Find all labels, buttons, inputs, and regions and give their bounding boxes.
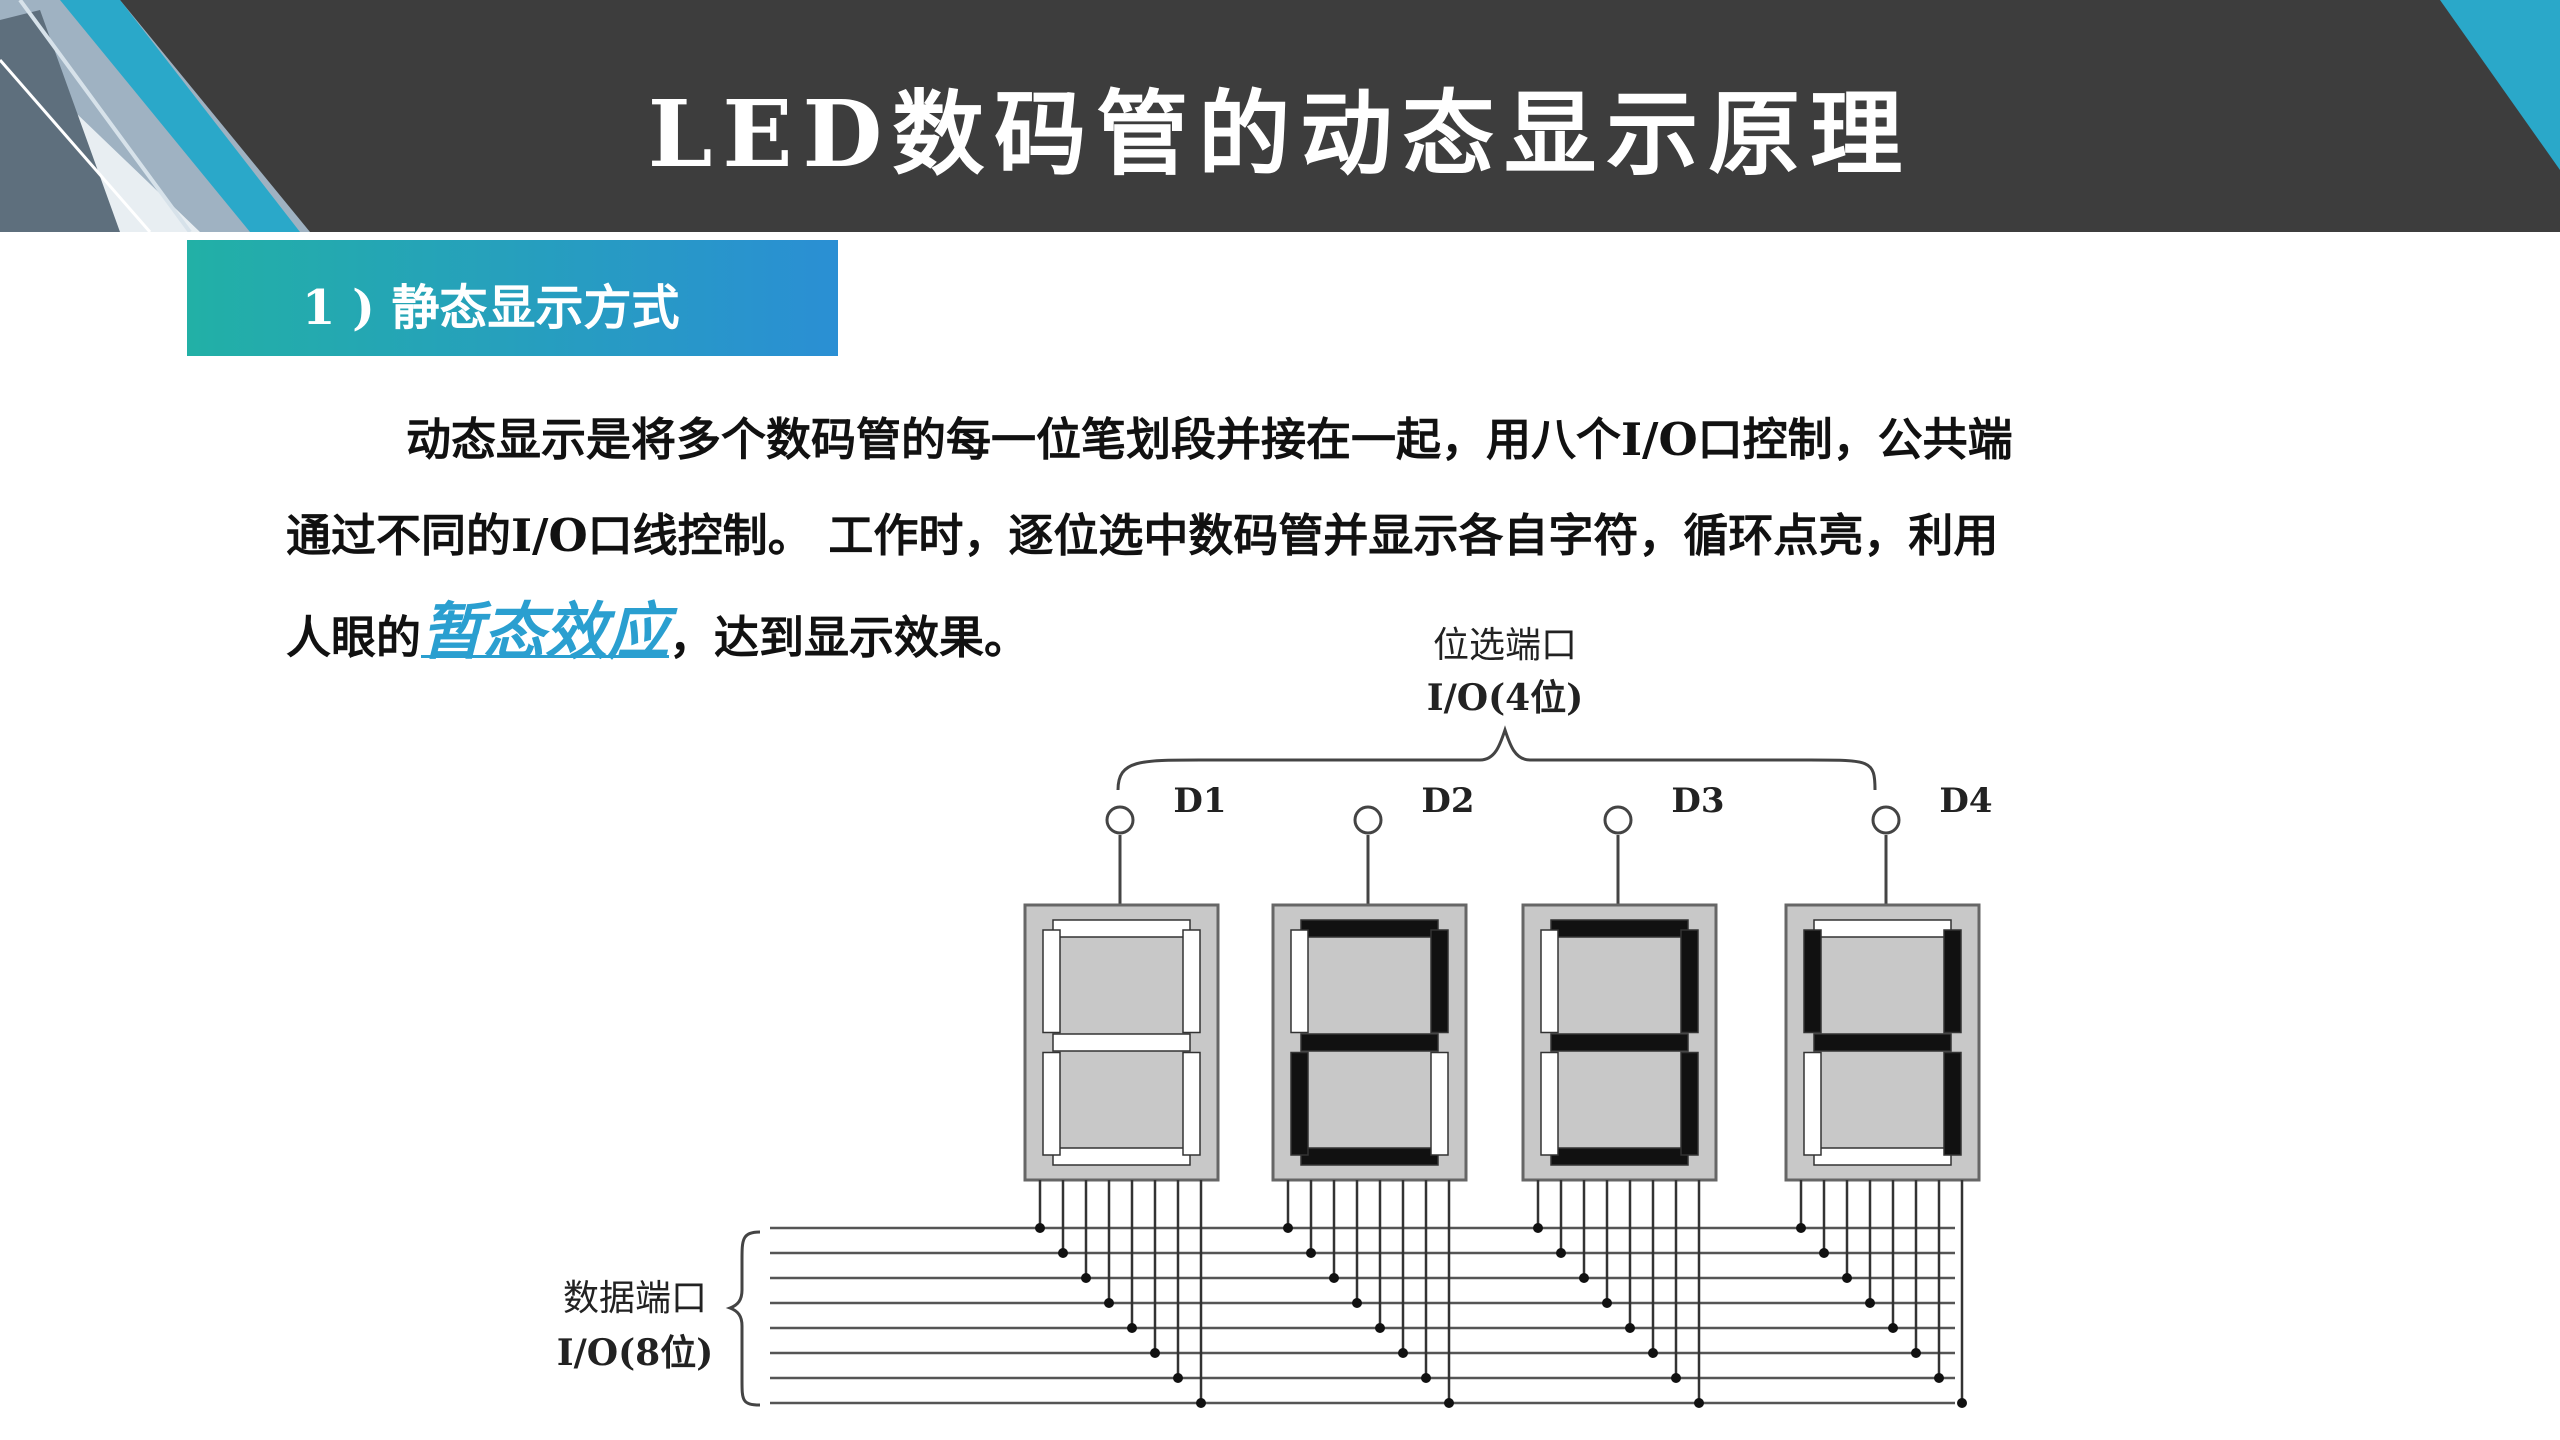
junction-dot	[1957, 1398, 1967, 1408]
segment-b	[1944, 930, 1961, 1033]
junction-dot	[1081, 1273, 1091, 1283]
segment-a	[1053, 920, 1190, 937]
segment-e	[1541, 1053, 1558, 1156]
common-pin-terminal	[1107, 807, 1133, 833]
junction-dot	[1648, 1348, 1658, 1358]
segment-c	[1431, 1053, 1448, 1156]
junction-dot	[1127, 1323, 1137, 1333]
junction-dot	[1058, 1248, 1068, 1258]
segment-g	[1814, 1034, 1951, 1051]
junction-dot	[1329, 1273, 1339, 1283]
segment-f	[1291, 930, 1308, 1033]
data-port-sublabel: I/O(8位)	[557, 1332, 713, 1374]
segment-d	[1551, 1148, 1688, 1165]
junction-dot	[1865, 1298, 1875, 1308]
digit-label: D4	[1939, 781, 1992, 821]
common-pin-terminal	[1355, 807, 1381, 833]
junction-dot	[1150, 1348, 1160, 1358]
select-port-brace	[1118, 730, 1875, 790]
junction-dot	[1579, 1273, 1589, 1283]
segment-a	[1814, 920, 1951, 937]
segment-f	[1804, 930, 1821, 1033]
junction-dot	[1602, 1298, 1612, 1308]
segment-e	[1291, 1053, 1308, 1156]
data-port-brace	[730, 1232, 760, 1405]
segment-a	[1551, 920, 1688, 937]
digit-label: D1	[1173, 781, 1226, 821]
segment-b	[1431, 930, 1448, 1033]
junction-dot	[1173, 1373, 1183, 1383]
junction-dot	[1934, 1373, 1944, 1383]
junction-dot	[1035, 1223, 1045, 1233]
segment-g	[1551, 1034, 1688, 1051]
segment-a	[1301, 920, 1438, 937]
segment-d	[1053, 1148, 1190, 1165]
common-pin-terminal	[1873, 807, 1899, 833]
select-port-sublabel: I/O(4位)	[1427, 677, 1583, 719]
segment-b	[1681, 930, 1698, 1033]
junction-dot	[1352, 1298, 1362, 1308]
data-port-label: 数据端口	[563, 1278, 707, 1319]
junction-dot	[1306, 1248, 1316, 1258]
digit-label: D2	[1421, 781, 1474, 821]
segment-d	[1814, 1148, 1951, 1165]
segment-c	[1183, 1053, 1200, 1156]
junction-dot	[1556, 1248, 1566, 1258]
junction-dot	[1796, 1223, 1806, 1233]
segment-g	[1301, 1034, 1438, 1051]
junction-dot	[1421, 1373, 1431, 1383]
junction-dot	[1444, 1398, 1454, 1408]
segment-e	[1043, 1053, 1060, 1156]
junction-dot	[1671, 1373, 1681, 1383]
junction-dot	[1625, 1323, 1635, 1333]
segment-b	[1183, 930, 1200, 1033]
junction-dot	[1104, 1298, 1114, 1308]
junction-dot	[1694, 1398, 1704, 1408]
junction-dot	[1398, 1348, 1408, 1358]
junction-dot	[1819, 1248, 1829, 1258]
segment-d	[1301, 1148, 1438, 1165]
segment-c	[1681, 1053, 1698, 1156]
junction-dot	[1375, 1323, 1385, 1333]
segment-c	[1944, 1053, 1961, 1156]
junction-dot	[1196, 1398, 1206, 1408]
segment-e	[1804, 1053, 1821, 1156]
junction-dot	[1533, 1223, 1543, 1233]
segment-f	[1043, 930, 1060, 1033]
junction-dot	[1842, 1273, 1852, 1283]
segment-f	[1541, 930, 1558, 1033]
junction-dot	[1911, 1348, 1921, 1358]
digit-label: D3	[1671, 781, 1724, 821]
select-port-label: 位选端口	[1433, 625, 1577, 666]
junction-dot	[1888, 1323, 1898, 1333]
common-pin-terminal	[1605, 807, 1631, 833]
junction-dot	[1283, 1223, 1293, 1233]
segment-g	[1053, 1034, 1190, 1051]
